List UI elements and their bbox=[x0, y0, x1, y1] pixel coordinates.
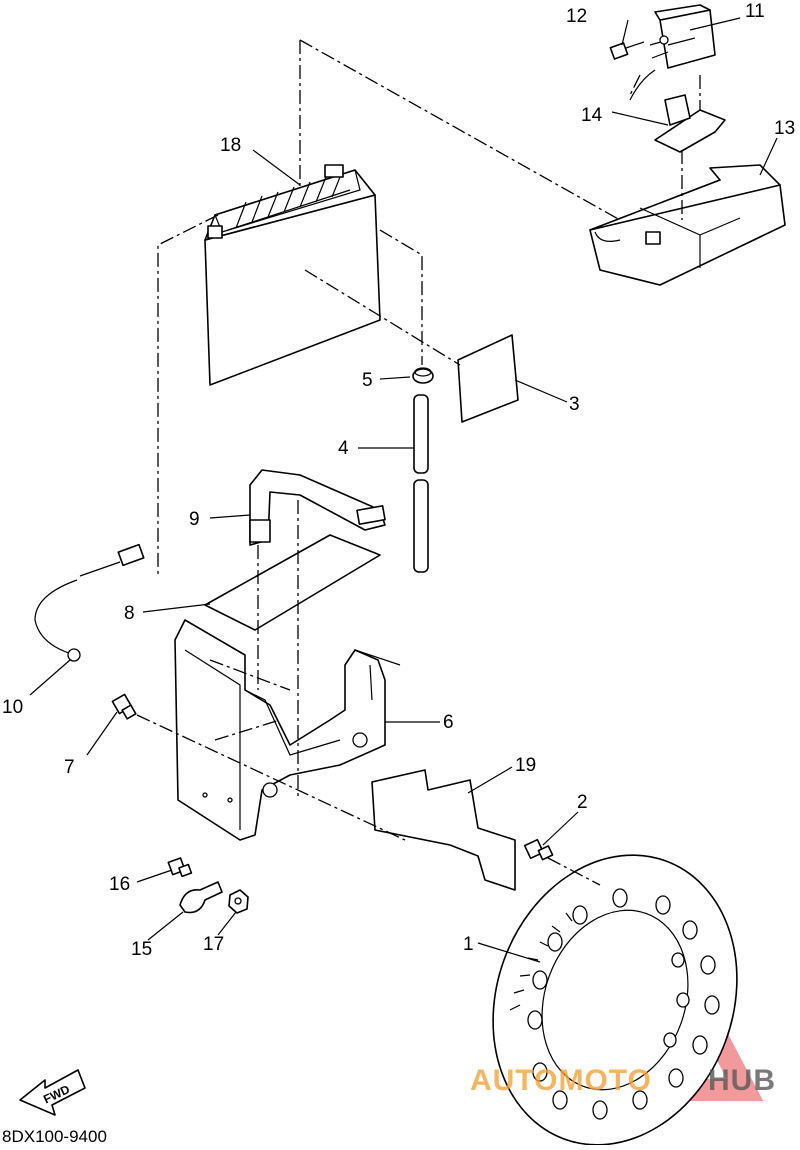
fwd-arrow: FWD bbox=[19, 1069, 86, 1116]
callout-13: 13 bbox=[774, 118, 795, 139]
cover-19 bbox=[371, 769, 516, 891]
battery-band bbox=[249, 469, 386, 546]
callout-16: 16 bbox=[109, 874, 130, 895]
callout-9: 9 bbox=[189, 509, 200, 530]
callout-10: 10 bbox=[2, 697, 23, 718]
callout-12: 12 bbox=[566, 6, 587, 27]
callout-4: 4 bbox=[338, 438, 349, 459]
battery-case bbox=[174, 619, 401, 841]
relay-cover bbox=[589, 164, 786, 286]
bolt-7 bbox=[111, 693, 137, 720]
leader-lines bbox=[29, 17, 778, 963]
grommet-5 bbox=[412, 367, 434, 384]
battery bbox=[204, 164, 381, 386]
nut-17 bbox=[228, 889, 249, 914]
breather-pipe bbox=[413, 394, 429, 573]
assembly-lines bbox=[136, 39, 701, 886]
bolt-16 bbox=[167, 857, 193, 878]
callout-5: 5 bbox=[362, 370, 373, 391]
starter-relay bbox=[629, 4, 716, 101]
callout-3: 3 bbox=[569, 394, 580, 415]
watermark-text: AUTOMOTO HUB bbox=[470, 1064, 776, 1097]
callout-labels: 18 11 12 14 13 5 3 4 9 8 10 7 6 19 2 16 … bbox=[2, 1, 795, 960]
bolt-12 bbox=[609, 41, 645, 60]
callout-2: 2 bbox=[577, 792, 588, 813]
drawing-code: 8DX100-9400 bbox=[2, 1127, 107, 1145]
callout-17: 17 bbox=[203, 934, 224, 955]
callout-18: 18 bbox=[220, 135, 241, 156]
callout-14: 14 bbox=[581, 105, 603, 126]
sprocket-holes bbox=[527, 888, 720, 1120]
sprocket-1 bbox=[492, 854, 738, 1146]
watermark-brand-part1: AUTOMOTO bbox=[470, 1064, 652, 1097]
bolt-2 bbox=[523, 838, 554, 861]
callout-8: 8 bbox=[124, 603, 135, 624]
callout-15: 15 bbox=[131, 939, 152, 960]
tray-pad-8 bbox=[204, 534, 381, 631]
negative-lead bbox=[34, 543, 145, 662]
callout-1: 1 bbox=[463, 934, 474, 955]
clamp-15 bbox=[179, 881, 223, 914]
callout-6: 6 bbox=[443, 712, 454, 733]
pad-3 bbox=[457, 334, 519, 423]
callout-7: 7 bbox=[64, 757, 75, 778]
watermark-brand-part2: HUB bbox=[708, 1064, 776, 1097]
callout-19: 19 bbox=[515, 755, 536, 776]
callout-11: 11 bbox=[745, 1, 765, 22]
relay-bracket bbox=[654, 94, 726, 153]
